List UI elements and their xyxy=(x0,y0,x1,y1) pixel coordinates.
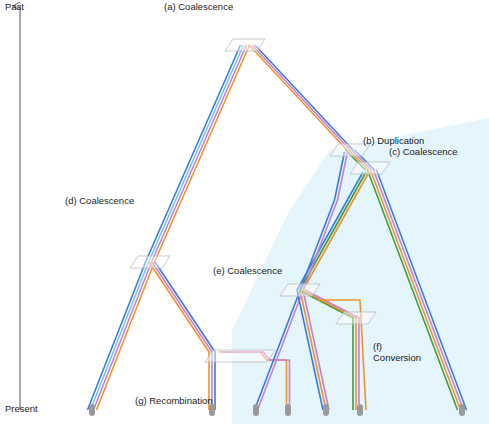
lineage-strand xyxy=(371,170,461,410)
gene-copy xyxy=(459,404,465,416)
gene-copy xyxy=(357,404,363,416)
lineage-strand xyxy=(300,290,326,410)
event-plane xyxy=(350,162,390,174)
lineage-strand xyxy=(255,152,345,410)
lineage-strand xyxy=(155,262,215,410)
event-label: (d) Coalescence xyxy=(64,196,135,207)
lineage-strand xyxy=(252,45,350,150)
lineage-strand xyxy=(374,170,464,410)
event-label: (e) Coalescence xyxy=(212,266,283,277)
event-label: (c) Coalescence xyxy=(388,147,459,158)
time-axis xyxy=(20,6,21,410)
event-plane xyxy=(205,350,275,362)
event-label: (g) Recombination xyxy=(134,396,214,407)
lineage-strand xyxy=(258,152,348,410)
lineage-strand xyxy=(255,45,353,150)
event-label: (b) Duplication xyxy=(362,136,425,147)
lineage-strand xyxy=(303,290,329,410)
gene-copy xyxy=(253,404,259,416)
lineage-strand xyxy=(305,290,359,410)
lineage-bundles xyxy=(88,45,467,410)
lineage-strand xyxy=(368,170,458,410)
lineage-strand xyxy=(149,262,209,410)
event-plane xyxy=(280,284,320,296)
gene-copy xyxy=(285,404,291,416)
lineage-strand xyxy=(377,170,467,410)
axis-label: Past xyxy=(4,2,25,13)
lineage-strand xyxy=(297,290,323,410)
lineage-strand xyxy=(302,290,356,410)
event-label: (f) Conversion xyxy=(372,342,428,364)
lineage-strand xyxy=(299,290,353,410)
event-plane xyxy=(336,312,376,324)
event-plane xyxy=(225,39,265,51)
lineage-strand xyxy=(249,45,347,150)
lineage-strand xyxy=(152,262,212,410)
event-plane xyxy=(130,256,170,268)
event-label: (a) Coalescence xyxy=(163,2,234,13)
gene-copy xyxy=(89,404,95,416)
event-planes xyxy=(89,39,465,416)
gene-copy xyxy=(323,404,329,416)
axis-label: Present xyxy=(4,404,39,415)
